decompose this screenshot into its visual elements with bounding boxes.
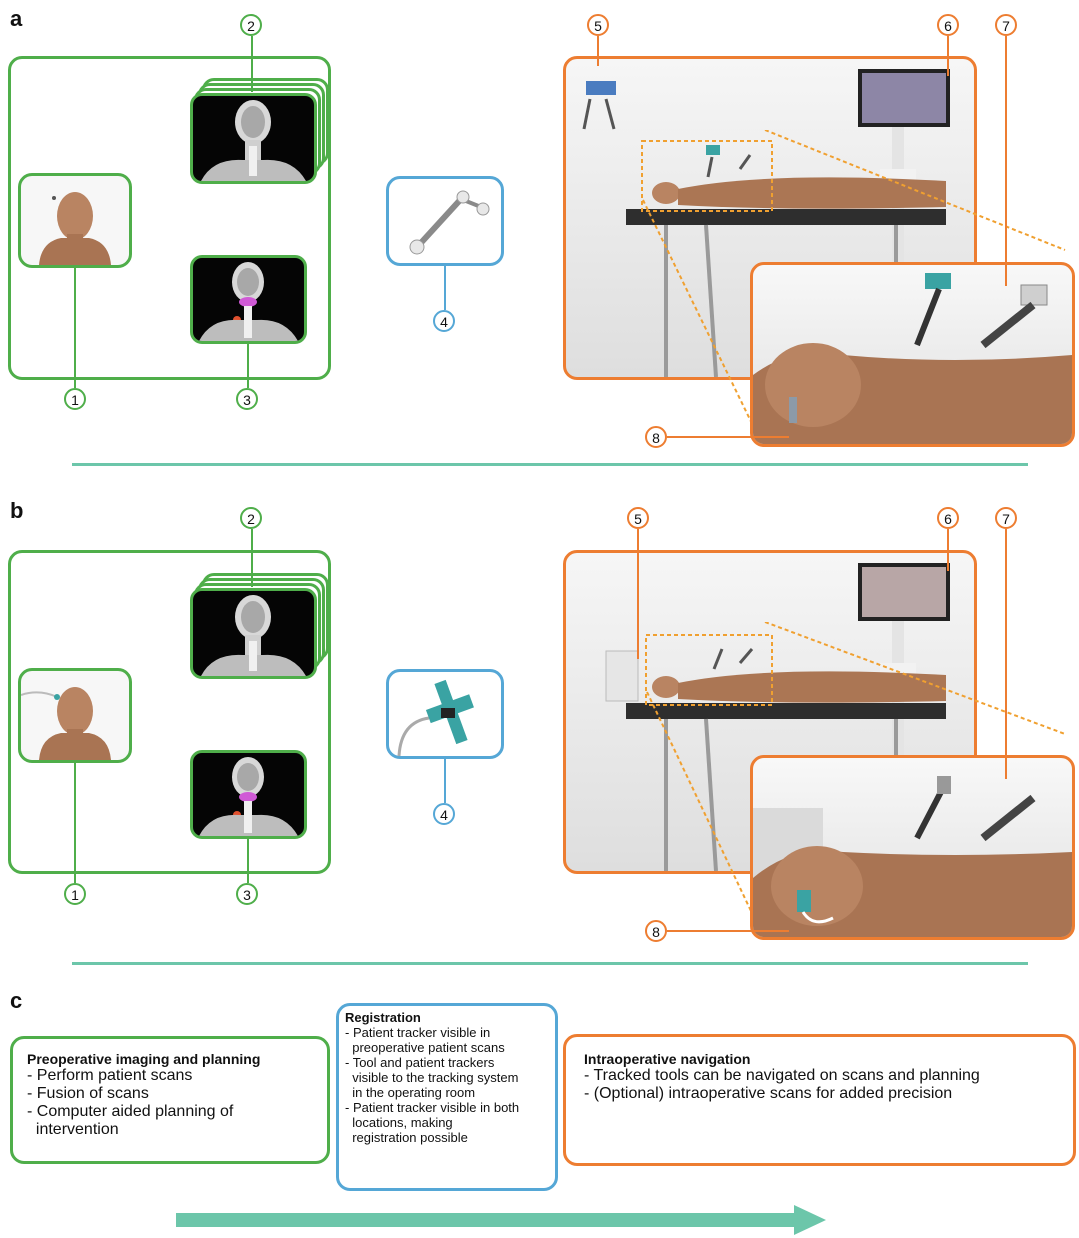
navigation-monitor-icon: [858, 563, 950, 761]
preop-box-b: [8, 550, 331, 874]
intraop-summary-box: Intraoperative navigation - Tracked tool…: [563, 1034, 1076, 1166]
marker-2-b: 2: [240, 507, 262, 529]
connector-line: [251, 529, 253, 587]
preop-line: - Fusion of scans: [27, 1085, 149, 1102]
fusion-scan-b: [190, 750, 307, 839]
zoom-inset-a: [750, 262, 1075, 447]
preop-title: Preoperative imaging and planning: [27, 1051, 261, 1067]
registration-line: locations, making: [345, 1115, 453, 1130]
panel-label-b: b: [10, 498, 24, 523]
marker-8-b: 8: [645, 920, 667, 942]
marker-3-b: 3: [236, 883, 258, 905]
patient-head-image-a: [18, 173, 132, 268]
patient-tracker-icon: [397, 679, 474, 757]
intraop-line: - Tracked tools can be navigated on scan…: [584, 1067, 980, 1084]
tracking-camera-icon: [582, 81, 616, 130]
intraop-title: Intraoperative navigation: [584, 1051, 751, 1067]
connector-line: [667, 436, 789, 438]
zoom-lines-b: [646, 622, 1066, 931]
tracked-tools-icon: [706, 145, 752, 178]
marker-8-a: 8: [645, 426, 667, 448]
operating-table-icon: [605, 563, 950, 871]
patient-head-image-b: [18, 668, 132, 763]
fusion-scan-a: [190, 255, 307, 344]
marker-7-b: 7: [995, 507, 1017, 529]
marker-1-a: 1: [64, 388, 86, 410]
connector-line: [247, 839, 249, 883]
registration-line: - Tool and patient trackers: [345, 1055, 495, 1070]
connector-line: [74, 268, 76, 388]
connector-line: [444, 266, 446, 310]
timeline-arrow-icon: [176, 1205, 826, 1235]
patient-tracker-icon: [409, 190, 490, 255]
section-divider-b: [72, 962, 1028, 965]
connector-line: [947, 529, 949, 571]
preop-line: intervention: [27, 1121, 119, 1138]
registration-summary-box: Registration - Patient tracker visible i…: [336, 1003, 558, 1191]
marker-6-a: 6: [937, 14, 959, 36]
head-icon: [39, 192, 111, 265]
section-divider-a: [72, 463, 1028, 466]
marker-7-a: 7: [995, 14, 1017, 36]
ct-scan-icon: [199, 757, 298, 836]
preop-summary-box: Preoperative imaging and planning - Perf…: [10, 1036, 330, 1164]
panel-label-a: a: [10, 6, 23, 31]
ct-scan-icon: [199, 262, 298, 341]
tracked-tools-icon: [753, 776, 1072, 937]
connector-line: [597, 36, 599, 66]
panel-label-c: c: [10, 988, 23, 1013]
connector-line: [947, 36, 949, 76]
connector-line: [667, 930, 789, 932]
preop-line: - Perform patient scans: [27, 1067, 193, 1084]
connector-line: [1005, 529, 1007, 779]
registration-line: registration possible: [345, 1130, 468, 1145]
ct-scan-icon: [201, 100, 306, 181]
marker-4-a: 4: [433, 310, 455, 332]
ct-scan-stack-a: [190, 93, 317, 184]
marker-5-b: 5: [627, 507, 649, 529]
tracker-box-b: [386, 669, 504, 759]
zoom-inset-b: [750, 755, 1075, 940]
registration-line: visible to the tracking system: [345, 1070, 519, 1085]
connector-line: [74, 763, 76, 883]
marker-3-a: 3: [236, 388, 258, 410]
registration-line: - Patient tracker visible in both: [345, 1100, 520, 1115]
marker-6-b: 6: [937, 507, 959, 529]
marker-4-b: 4: [433, 803, 455, 825]
registration-line: - Patient tracker visible in: [345, 1025, 491, 1040]
tracker-box-a: [386, 176, 504, 266]
intraop-line: - (Optional) intraoperative scans for ad…: [584, 1085, 953, 1102]
head-icon: [21, 687, 111, 760]
registration-line: in the operating room: [345, 1085, 476, 1100]
marker-5-a: 5: [587, 14, 609, 36]
zoom-lines-a: [642, 130, 1066, 441]
preop-line: - Computer aided planning of: [27, 1103, 234, 1120]
connector-line: [1005, 36, 1007, 286]
ct-scan-stack-b: [190, 588, 317, 679]
tracking-camera-icon: [605, 650, 639, 702]
connector-line: [637, 529, 639, 659]
connector-line: [251, 36, 253, 92]
marker-1-b: 1: [64, 883, 86, 905]
registration-title: Registration: [345, 1010, 421, 1025]
connector-line: [247, 344, 249, 388]
tracked-tools-icon: [753, 273, 1072, 444]
connector-line: [444, 759, 446, 803]
preop-box-a: [8, 56, 331, 380]
marker-2-a: 2: [240, 14, 262, 36]
tracked-tools-icon: [712, 648, 754, 670]
registration-line: preoperative patient scans: [345, 1040, 505, 1055]
ct-scan-icon: [201, 595, 306, 676]
